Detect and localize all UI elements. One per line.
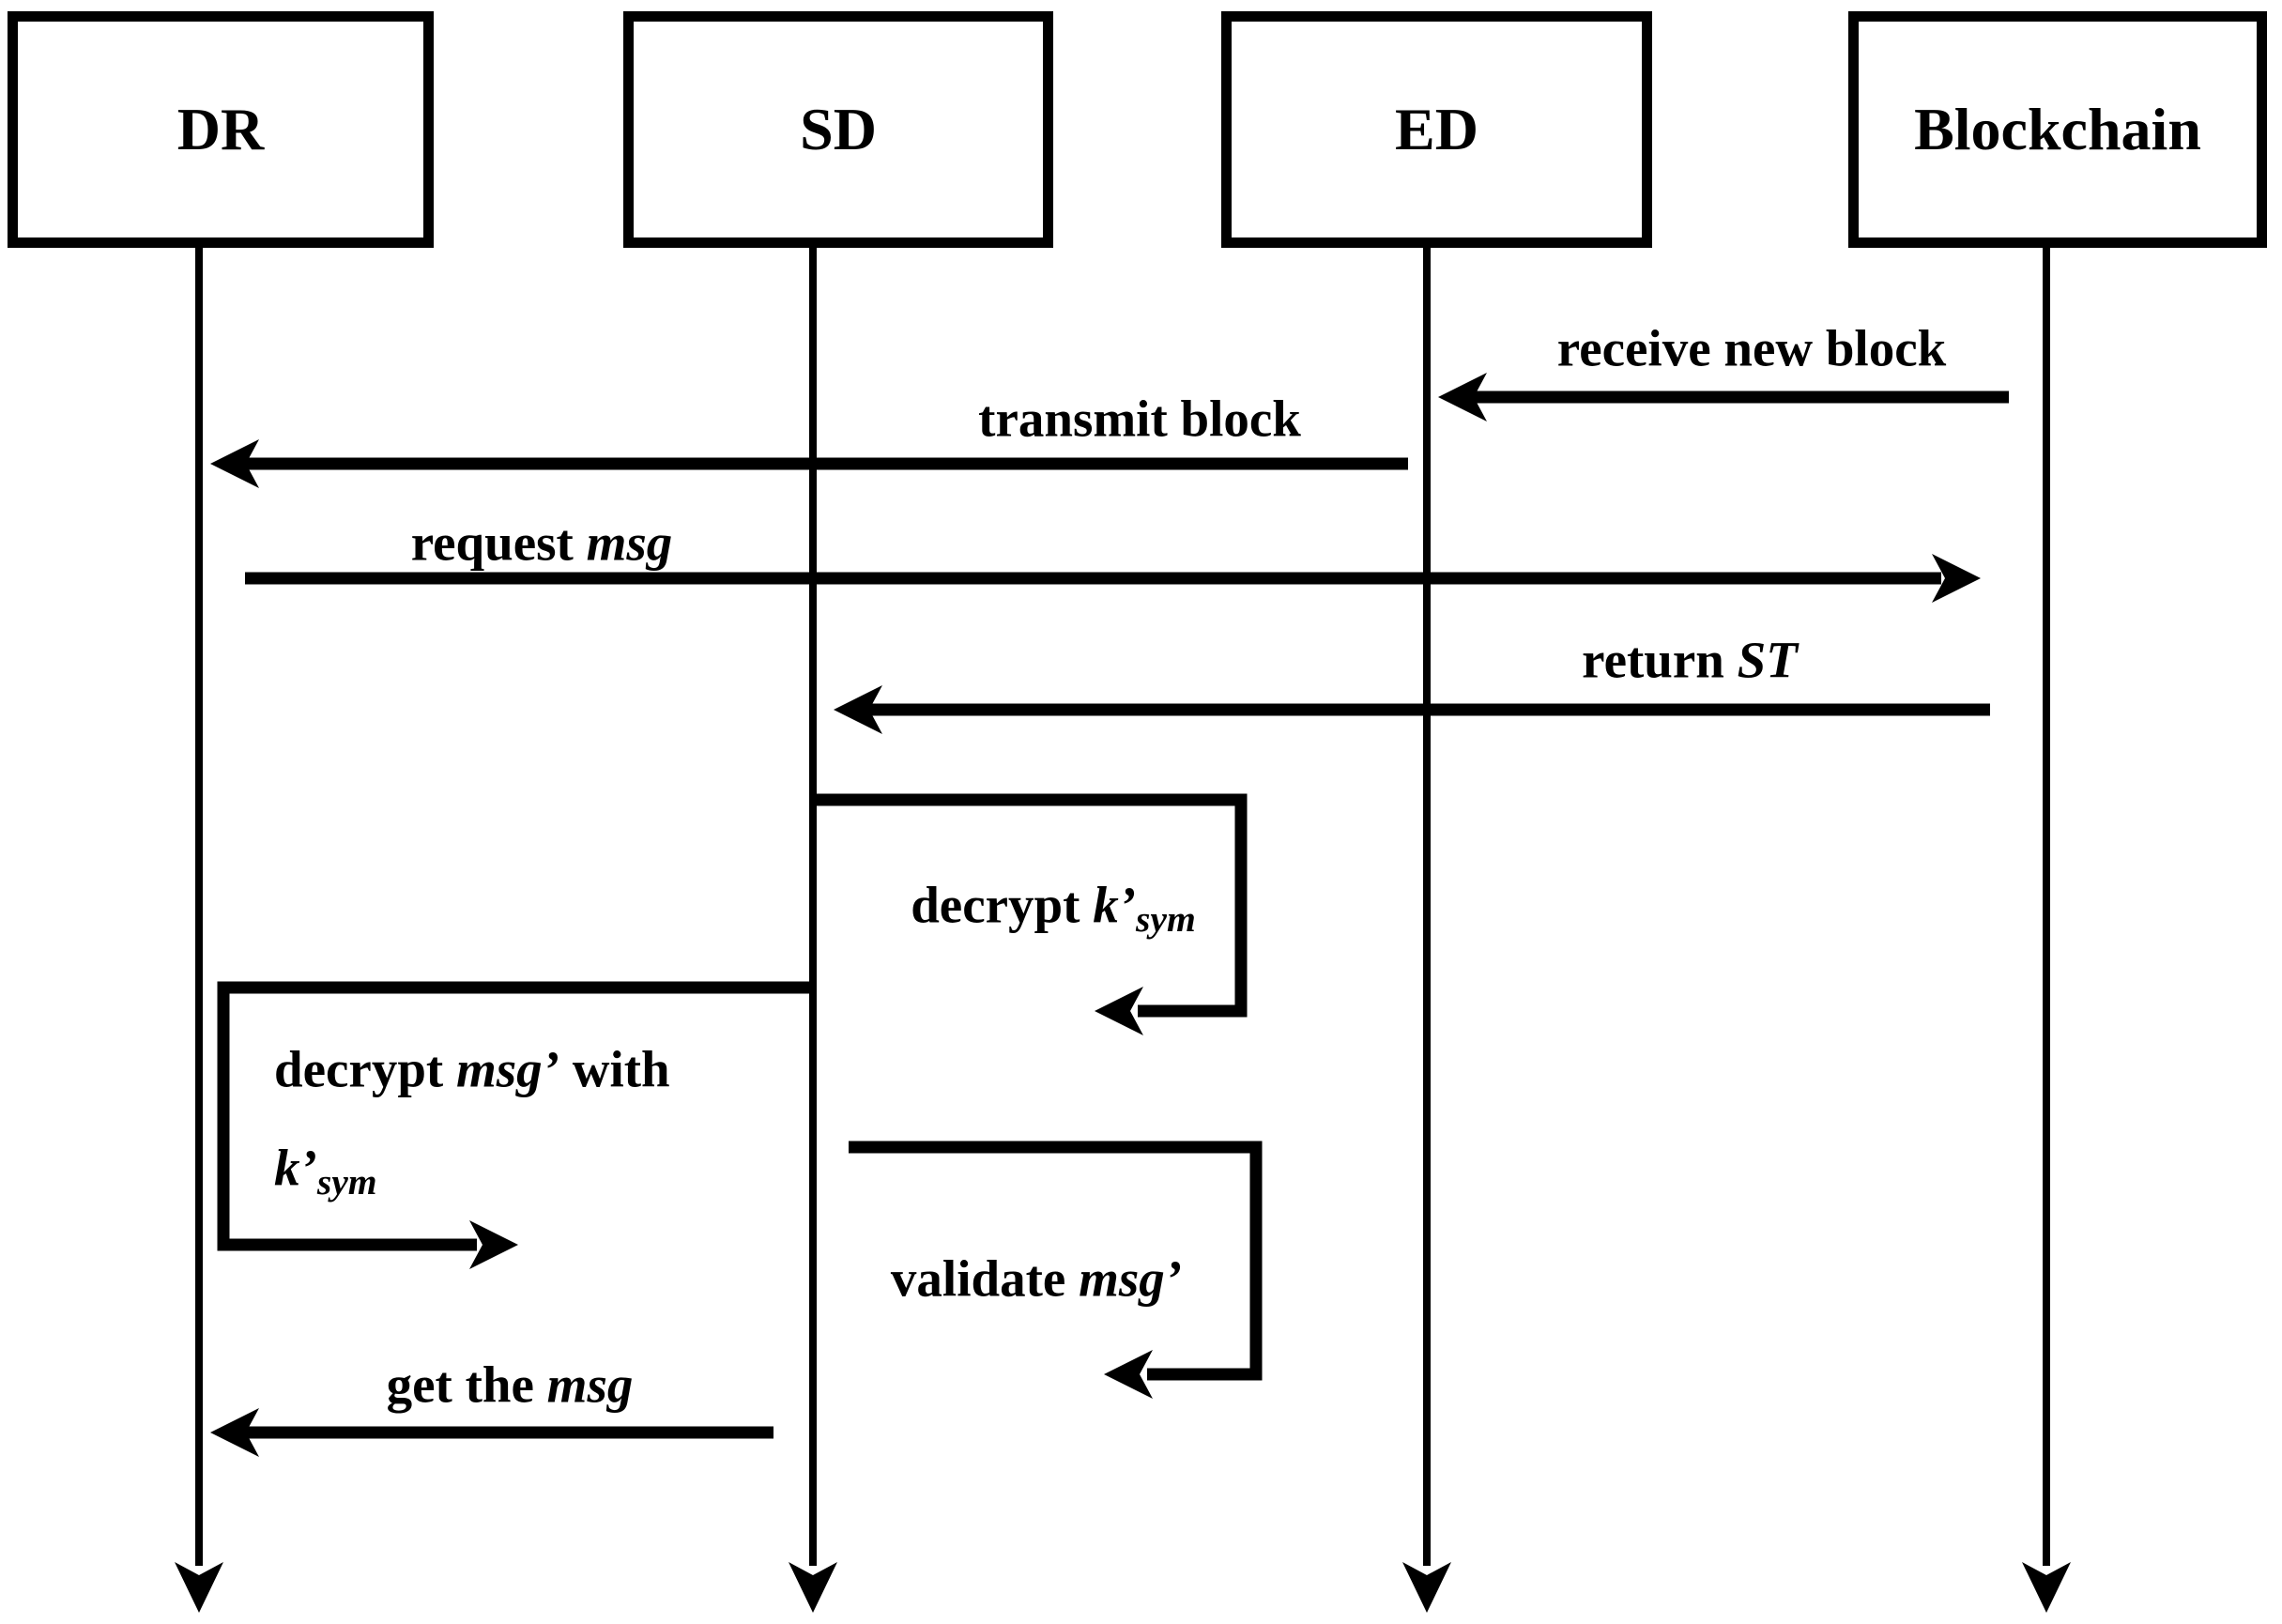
lifeline-ed-arrowhead-icon [1402, 1562, 1451, 1613]
message-label-validate-msg: validate msg’ [891, 1253, 1182, 1305]
receive-new-block-arrowhead-icon [1438, 373, 1487, 421]
transmit-block-arrowhead-icon [210, 439, 259, 488]
decrypt-ksym-loop-line [813, 793, 1248, 1018]
label-text: return [1582, 631, 1738, 689]
return-st-arrowhead-icon [834, 685, 882, 734]
label-variable: msg [586, 513, 673, 572]
actor-title-sd: SD [800, 96, 877, 162]
label-variable: msg’ [455, 1040, 559, 1098]
label-variable: k’ [274, 1139, 317, 1197]
label-variable: ST [1737, 631, 1798, 689]
message-label-decrypt-msg-line1: decrypt msg’ with [274, 1044, 670, 1095]
label-subscript: sym [1136, 897, 1196, 940]
label-variable: msg’ [1079, 1249, 1183, 1308]
label-variable: k’ [1093, 876, 1137, 934]
message-label-transmit-block: transmit block [978, 393, 1301, 445]
actor-box-dr: DR [8, 11, 434, 248]
label-text: decrypt [274, 1040, 456, 1098]
message-label-request-msg: request msg [411, 517, 673, 569]
label-text: validate [890, 1249, 1080, 1308]
label-text: get the [386, 1356, 547, 1414]
actor-box-ed: ED [1221, 11, 1652, 248]
message-label-decrypt-ksym: decrypt k’sym [911, 879, 1196, 938]
message-label-decrypt-msg-line2: k’sym [274, 1141, 377, 1201]
label-text: transmit block [978, 390, 1301, 448]
decrypt-msg-arrowhead-icon [469, 1220, 518, 1269]
lifeline-dr-arrowhead-icon [175, 1562, 223, 1613]
decrypt-msg-loop-line [217, 981, 813, 1251]
message-label-receive-new-block: receive new block [1557, 323, 1946, 375]
actor-box-blockchain: Blockchain [1848, 11, 2267, 248]
lifeline-sd-arrowhead-icon [789, 1562, 837, 1613]
get-the-msg-arrowhead-icon [210, 1408, 259, 1457]
label-text: request [410, 513, 587, 572]
actor-box-sd: SD [623, 11, 1053, 248]
label-text: receive new block [1556, 319, 1947, 377]
label-variable: msg [546, 1356, 634, 1414]
request-msg-arrowhead-icon [1932, 554, 1981, 603]
message-label-get-the-msg: get the msg [387, 1359, 634, 1411]
actor-title-dr: DR [176, 96, 265, 162]
label-text: decrypt [911, 876, 1094, 934]
decrypt-ksym-arrowhead-icon [1095, 987, 1143, 1035]
actor-title-blockchain: Blockchain [1914, 96, 2201, 162]
message-label-return-st: return ST [1582, 635, 1798, 686]
label-text: with [559, 1040, 670, 1098]
validate-msg-loop-line [849, 1141, 1263, 1381]
validate-msg-arrowhead-icon [1104, 1350, 1153, 1399]
lifeline-blockchain-arrowhead-icon [2022, 1562, 2071, 1613]
label-subscript: sym [316, 1160, 377, 1203]
actor-title-ed: ED [1395, 96, 1478, 162]
